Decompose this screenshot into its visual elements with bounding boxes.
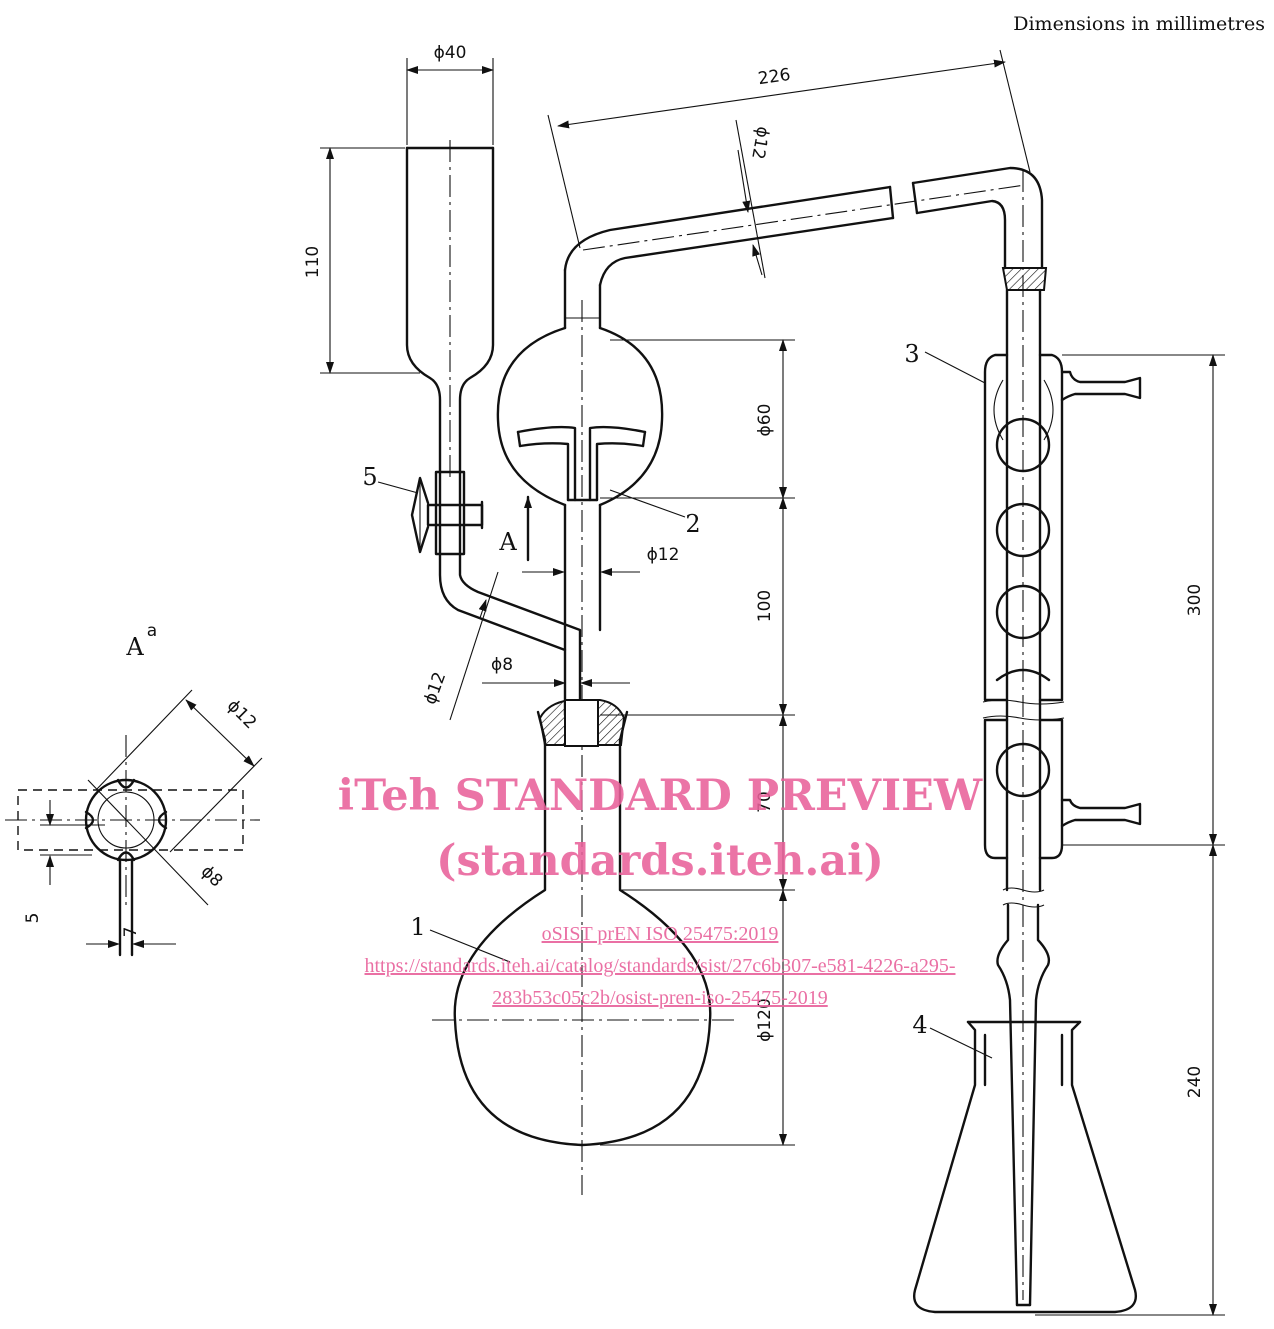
watermark: iTeh STANDARD PREVIEW (standards.iteh.ai… <box>338 771 983 1009</box>
distillation-flask <box>432 699 735 1147</box>
part-label-3: 3 <box>904 340 919 368</box>
outlet-tube <box>996 887 1051 1307</box>
dim-section-outer-diameter: ϕ12 <box>223 696 260 733</box>
dimension-lines <box>40 49 1225 1316</box>
section-view-label: A <box>125 633 144 661</box>
dim-flask-diameter: ϕ120 <box>755 998 775 1042</box>
section-arrow-label: A <box>498 528 517 556</box>
dim-neck-length: 70 <box>755 791 775 813</box>
part-label-2: 2 <box>685 510 700 538</box>
dim-overall-length: 226 <box>757 65 792 89</box>
connecting-tube <box>563 166 1044 287</box>
condenser-stopper <box>1001 267 1048 291</box>
part-label-1: 1 <box>410 913 425 941</box>
dim-section-offset: 5 <box>23 913 43 924</box>
dim-funnel-diameter: ϕ40 <box>434 43 467 63</box>
dim-condenser-length: 300 <box>1185 584 1205 616</box>
condenser <box>982 170 1142 1300</box>
dim-tube-diameter-top: ϕ12 <box>747 125 772 161</box>
part-label-4: 4 <box>912 1011 927 1039</box>
watermark-url-1: https://standards.iteh.ai/catalog/standa… <box>365 955 956 977</box>
watermark-subtitle: (standards.iteh.ai) <box>436 836 884 886</box>
watermark-title: iTeh STANDARD PREVIEW <box>338 771 983 821</box>
erlenmeyer-flask <box>913 1020 1137 1314</box>
dim-side-tube-diameter: ϕ12 <box>420 669 450 707</box>
dim-section-width: 7 <box>121 927 141 938</box>
dim-stem-diameter: ϕ12 <box>647 545 680 565</box>
watermark-url-2: 283b53c05c2b/osist-pren-iso-25475-2019 <box>492 987 828 1009</box>
dim-funnel-height: 110 <box>303 246 323 278</box>
dim-stem-length: 100 <box>755 590 775 622</box>
watermark-doc-id: oSIST prEN ISO 25475:2019 <box>542 923 779 945</box>
part-label-5: 5 <box>362 463 377 491</box>
section-superscript: a <box>147 621 157 641</box>
dim-section-inner-diameter: ϕ8 <box>197 862 227 892</box>
dropping-funnel <box>405 140 582 717</box>
dim-inner-tube-diameter: ϕ8 <box>491 655 513 675</box>
stopcock <box>410 470 484 556</box>
dim-bulb-diameter: ϕ60 <box>755 404 775 437</box>
units-note: Dimensions in millimetres <box>1013 13 1265 35</box>
splash-bulb <box>496 268 664 1195</box>
dim-outlet-length: 240 <box>1185 1066 1205 1098</box>
section-view-a <box>5 735 260 957</box>
